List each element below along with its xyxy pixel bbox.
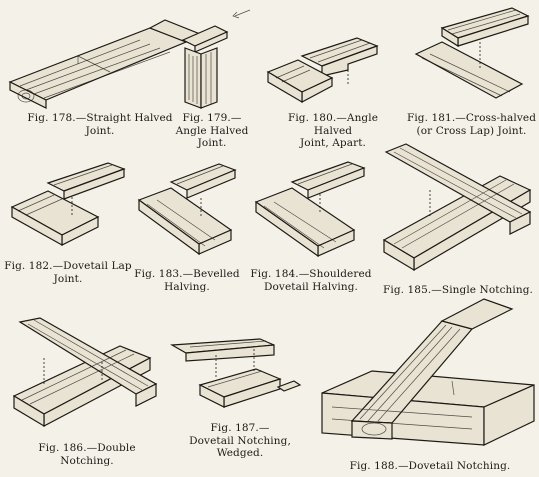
straight-halved-joint-drawing xyxy=(8,19,202,109)
fig-183-caption: Fig. 183.—Bevelled Halving. xyxy=(134,268,240,293)
fig-181-illustration xyxy=(412,7,537,108)
fig-182-caption: Fig. 182.—Dovetail Lap Joint. xyxy=(4,260,132,285)
fig-185-caption: Fig. 185.—Single Notching. xyxy=(382,284,533,296)
fig-184-illustration xyxy=(252,158,370,263)
angle-halved-joint-apart-drawing xyxy=(266,37,379,104)
fig-183-illustration xyxy=(135,160,240,265)
fig-186-illustration xyxy=(10,317,160,438)
fig-187-illustration xyxy=(169,335,305,415)
fig-184-caption: Fig. 184.—Shouldered Dovetail Halving. xyxy=(250,268,372,293)
angle-halved-joint-drawing xyxy=(181,9,251,109)
fig-185-illustration xyxy=(380,140,536,280)
fig-180-illustration xyxy=(262,30,387,110)
dovetail-lap-joint-drawing xyxy=(10,162,126,247)
cross-halved-joint-drawing xyxy=(414,7,530,99)
fig-187-caption: Fig. 187.— Dovetail Notching, Wedged. xyxy=(189,422,291,459)
fig-180-caption: Fig. 180.—Angle Halved Joint, Apart. xyxy=(287,112,379,149)
double-notching-drawing xyxy=(12,317,158,428)
bevelled-halving-drawing xyxy=(137,163,237,256)
single-notching-drawing xyxy=(382,143,532,272)
dovetail-notching-large-drawing xyxy=(321,298,535,446)
fig-178-illustration xyxy=(0,0,202,110)
fig-182-illustration xyxy=(8,155,128,255)
fig-181-caption: Fig. 181.—Cross-halved (or Cross Lap) Jo… xyxy=(406,112,537,137)
fig-188-caption: Fig. 188.—Dovetail Notching. xyxy=(349,460,511,472)
shouldered-dovetail-halving-drawing xyxy=(254,161,366,258)
dovetail-notching-wedged-drawing xyxy=(169,338,302,408)
fig-188-illustration xyxy=(312,295,536,455)
fig-186-caption: Fig. 186.—Double Notching. xyxy=(38,442,136,467)
fig-179-illustration xyxy=(175,8,251,113)
fig-178-caption: Fig. 178.—Straight Halved Joint. xyxy=(27,112,173,137)
fig-179-caption: Fig. 179.— Angle Halved Joint. xyxy=(175,112,249,149)
